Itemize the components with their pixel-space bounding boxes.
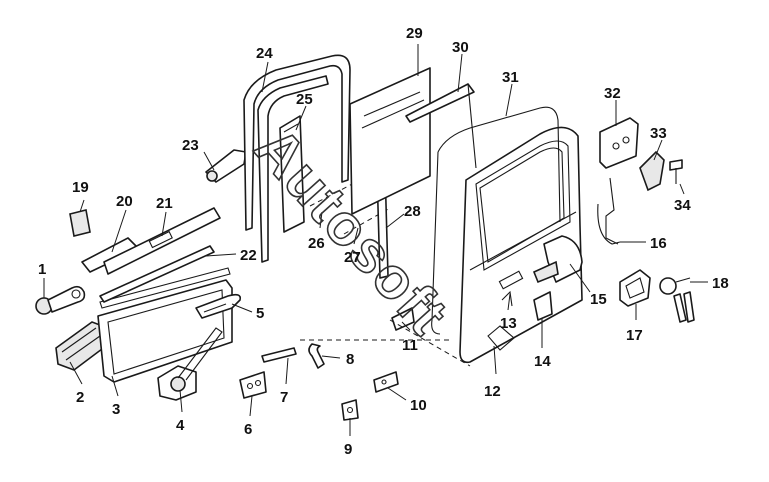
part-15-outside-handle [532,235,583,284]
part-14-latch [487,291,553,351]
callout-12: 12 [484,383,501,400]
callout-20: 20 [116,193,133,210]
callout-14: 14 [534,353,551,370]
callout-24: 24 [256,45,273,62]
part-13-lock-rod [501,290,513,307]
part-18-key [659,277,695,323]
callout-23: 23 [182,137,199,154]
part-11-bracket [391,307,415,331]
part-22-weatherstrip [99,245,215,303]
callout-15: 15 [590,291,607,308]
callout-34: 34 [674,197,691,214]
callout-labels: 1 2 3 4 5 6 7 8 9 10 11 12 13 14 15 16 1… [38,25,729,458]
callout-5: 5 [256,305,264,322]
part-1-window-crank [35,285,86,315]
part-8-clip [308,343,325,369]
part-32-striker [599,117,639,169]
part-7-rod [261,347,297,363]
callout-8: 8 [346,351,354,368]
callout-30: 30 [452,39,469,56]
part-29-window-glass [349,67,431,215]
callout-13: 13 [500,315,517,332]
part-17-lock-housing [619,269,651,307]
part-19-clip [69,209,91,237]
callout-31: 31 [502,69,519,86]
callout-2: 2 [76,389,84,406]
callout-17: 17 [626,327,643,344]
callout-7: 7 [280,389,288,406]
callout-27: 27 [344,249,361,266]
callout-3: 3 [112,401,120,418]
callout-32: 32 [604,85,621,102]
callout-25: 25 [296,91,313,108]
part-21-trim-strip [103,207,221,275]
callout-1: 1 [38,261,46,278]
part-33-bracket [639,150,665,192]
callout-18: 18 [712,275,729,292]
callout-33: 33 [650,125,667,142]
part-25-vent-glass [279,115,305,233]
part-6-hinge [239,371,267,399]
callout-21: 21 [156,195,173,212]
callout-28: 28 [404,203,421,220]
part-16-lock-link [597,177,621,245]
callout-11: 11 [402,337,418,354]
callout-4: 4 [176,417,185,434]
callout-29: 29 [406,25,423,42]
callout-6: 6 [244,421,252,438]
part-10-latch-plate [373,371,399,393]
part-4-window-regulator [157,327,223,401]
part-3-trim-panel [97,267,233,383]
callout-19: 19 [72,179,89,196]
part-34-bolt [669,159,683,184]
callout-16: 16 [650,235,667,252]
callout-26: 26 [308,235,325,252]
callout-10: 10 [410,397,427,414]
part-30-glass-run [405,83,477,169]
leader-lines [43,44,708,436]
callout-22: 22 [240,247,257,264]
callout-9: 9 [344,441,352,458]
part-31-door-seal [431,106,561,335]
part-9-bracket [341,399,359,421]
